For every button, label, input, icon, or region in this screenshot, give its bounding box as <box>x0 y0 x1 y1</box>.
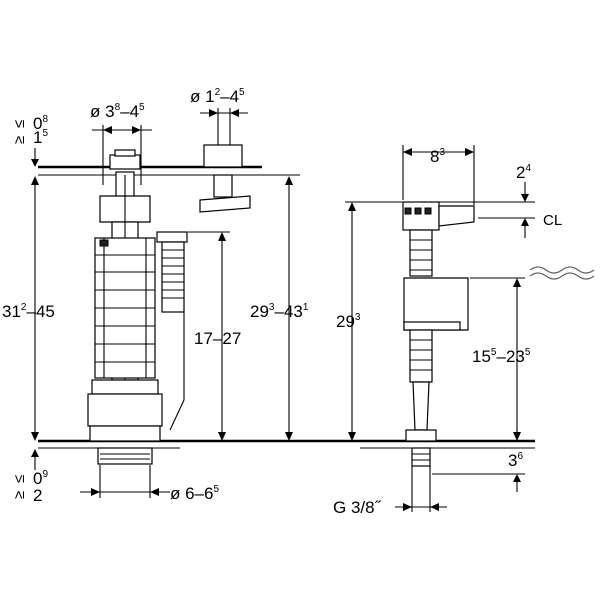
top-gap-le: ≤ <box>11 120 28 128</box>
left-gap-labels: ≥ ≤ 08 15 ≥ ≤ 09 2 <box>11 114 48 505</box>
overflow-corrugation <box>162 249 184 299</box>
flush-valve-drawing <box>87 144 251 465</box>
bottom-gap-le: ≤ <box>11 475 28 483</box>
float-range-label: 155–235 <box>472 347 531 366</box>
overflow-cap <box>156 231 188 243</box>
fill-valve-stem-upper <box>409 229 433 277</box>
left-dimension-lines <box>31 108 293 498</box>
head-detail-1 <box>404 207 412 215</box>
top-gap-ge: ≥ <box>11 136 28 144</box>
overflow-tube <box>161 241 185 313</box>
overflow-height-label: 17–27 <box>194 329 241 348</box>
head-detail-2 <box>414 207 422 215</box>
width-label: 83 <box>430 147 445 166</box>
valve-base-top <box>91 379 159 395</box>
fill-valve-shank <box>412 381 430 431</box>
head-label: 24 <box>516 163 531 182</box>
fill-valve-stem <box>409 329 433 383</box>
water-wave-1 <box>529 266 595 274</box>
top-gap-max: 15 <box>33 128 48 147</box>
overflow-hose <box>169 312 185 431</box>
height-range-label: 293–431 <box>250 302 309 321</box>
valve-outlet <box>97 447 153 465</box>
fill-valve-drawing <box>402 201 595 467</box>
button-housing <box>109 154 141 170</box>
float-cup-lip <box>403 321 461 331</box>
actuator-housing <box>203 144 243 168</box>
actuator-stem <box>213 174 233 198</box>
cage-latch <box>99 239 109 247</box>
head-detail-3 <box>424 207 432 215</box>
bottom-gap-ge: ≥ <box>11 491 28 499</box>
bottom-gap-max: 2 <box>33 486 42 505</box>
cl-label: CL <box>543 212 562 229</box>
fill-valve-head <box>402 201 440 231</box>
valve-flange <box>89 425 161 442</box>
button-cap <box>114 149 136 157</box>
right-dimension-lines <box>345 145 535 512</box>
diam-bottom-label: ø 6–65 <box>170 484 219 503</box>
bottom-gap-min: 09 <box>33 469 48 488</box>
fill-valve-arm <box>438 205 475 227</box>
base-height-label: 36 <box>508 451 523 470</box>
thread-label: G 3/8˝ <box>333 498 382 517</box>
actuator-clamp <box>199 195 251 213</box>
total-height-label: 312–45 <box>2 302 55 321</box>
diam-small-label: ø 12–45 <box>190 87 245 106</box>
cage-ribs <box>95 238 155 378</box>
stem-ridges <box>410 239 432 371</box>
float-cup <box>403 277 469 331</box>
fill-valve-thread <box>411 447 431 467</box>
diam-top-label: ø 38–45 <box>90 102 145 121</box>
water-wave-2 <box>529 272 595 280</box>
top-gap-min: 08 <box>33 114 48 133</box>
fill-valve-nut <box>405 429 437 442</box>
valve-height-label: 293 <box>336 312 361 331</box>
valve-base <box>87 393 163 427</box>
